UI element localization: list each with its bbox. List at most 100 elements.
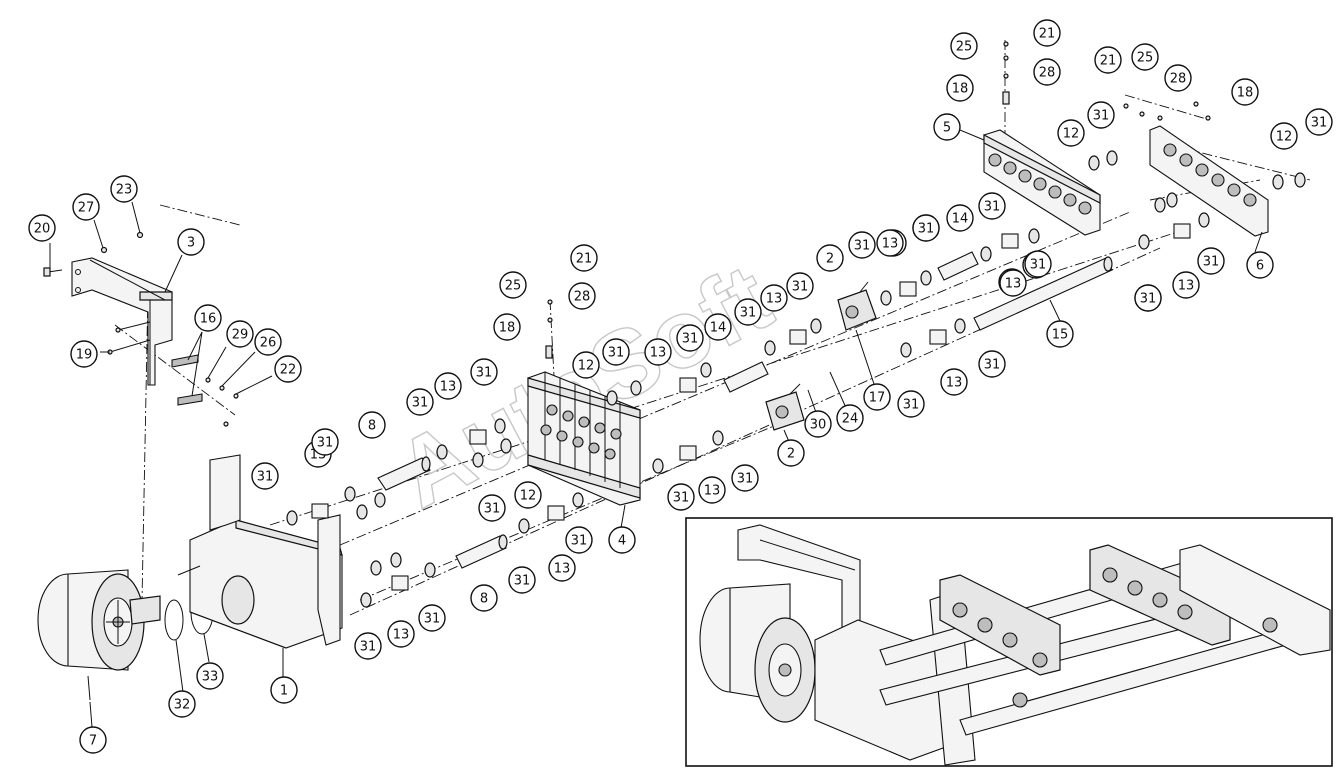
callout-circle xyxy=(704,313,732,341)
callout-label: 13 xyxy=(650,346,667,361)
callout-balloon-8: 8 xyxy=(358,411,386,439)
callout-label: 31 xyxy=(412,396,429,411)
part-20-bolt xyxy=(43,267,63,277)
callout-balloon-31: 31 xyxy=(478,494,506,522)
callout-label: 18 xyxy=(499,321,516,336)
callout-circle xyxy=(1134,284,1162,312)
callout-balloon-24: 24 xyxy=(836,404,864,432)
callout-balloon-31: 31 xyxy=(1197,247,1225,275)
callout-balloon-13: 13 xyxy=(387,620,415,648)
hardware-stack-center xyxy=(545,299,553,359)
callout-circle xyxy=(358,411,386,439)
callout-balloon-27: 27 xyxy=(72,193,100,221)
callout-circle xyxy=(168,690,196,718)
part-nut-small xyxy=(223,421,229,427)
callout-circle xyxy=(478,494,506,522)
callout-label: 13 xyxy=(766,292,783,307)
callout-circle xyxy=(698,476,726,504)
callout-balloon-31: 31 xyxy=(676,324,704,352)
callout-label: 31 xyxy=(1030,258,1047,273)
callout-circle xyxy=(946,74,974,102)
callout-label: 31 xyxy=(682,332,699,347)
part-27-washer xyxy=(100,246,108,254)
callout-circle xyxy=(1094,46,1122,74)
callout-circle xyxy=(79,726,107,754)
part-8-pipe-upper xyxy=(377,456,431,491)
callout-balloon-31: 31 xyxy=(602,338,630,366)
part-14-pipe-center xyxy=(723,361,769,393)
callout-balloon-5: 5 xyxy=(933,113,961,141)
callout-balloon-25: 25 xyxy=(1131,43,1159,71)
callout-circle xyxy=(28,214,56,242)
callout-label: 21 xyxy=(1039,27,1056,42)
callout-circle xyxy=(1197,247,1225,275)
part-7-blower xyxy=(37,569,161,701)
callout-balloon-7: 7 xyxy=(79,726,107,754)
callout-balloon-15: 15 xyxy=(1046,320,1074,348)
callout-label: 16 xyxy=(200,312,217,327)
callout-circle xyxy=(177,228,205,256)
callout-label: 6 xyxy=(1256,259,1264,274)
callout-label: 31 xyxy=(792,280,809,295)
callout-label: 25 xyxy=(1137,51,1154,66)
part-2-valve-upper xyxy=(837,281,877,331)
callout-circle xyxy=(499,271,527,299)
callout-label: 31 xyxy=(571,534,588,549)
callout-circle xyxy=(72,193,100,221)
callout-balloon-13: 13 xyxy=(698,476,726,504)
callout-circle xyxy=(493,313,521,341)
callout-balloon-14: 14 xyxy=(946,204,974,232)
part-32-gasket xyxy=(164,599,184,641)
callout-balloon-13: 13 xyxy=(548,554,576,582)
callout-circle xyxy=(933,113,961,141)
callout-label: 13 xyxy=(554,562,571,577)
callout-circle xyxy=(1305,108,1333,136)
callout-label: 8 xyxy=(368,419,376,434)
callout-label: 13 xyxy=(393,628,410,643)
callout-balloon-13: 13 xyxy=(999,269,1027,297)
callout-balloon-13: 13 xyxy=(760,284,788,312)
callout-label: 17 xyxy=(869,391,886,406)
part-1-housing xyxy=(177,454,343,649)
callout-balloon-31: 31 xyxy=(470,358,498,386)
callout-circle xyxy=(1246,251,1274,279)
callout-label: 18 xyxy=(952,82,969,97)
callout-label: 30 xyxy=(810,418,827,433)
callout-balloon-2: 2 xyxy=(777,439,805,467)
callout-circle xyxy=(848,231,876,259)
callout-circle xyxy=(777,439,805,467)
callout-label: 19 xyxy=(76,348,93,363)
callout-circle xyxy=(804,410,832,438)
callout-balloon-13: 13 xyxy=(876,229,904,257)
callout-circle xyxy=(667,483,695,511)
callout-circle xyxy=(548,554,576,582)
callout-balloon-29: 29 xyxy=(226,320,254,348)
callout-label: 12 xyxy=(520,489,537,504)
callout-circle xyxy=(254,328,282,356)
part-5-manifold xyxy=(983,129,1101,236)
callout-label: 31 xyxy=(737,472,754,487)
callout-label: 31 xyxy=(740,306,757,321)
part-2-valve-lower xyxy=(765,383,805,431)
part-19-bolts xyxy=(107,321,151,355)
callout-circle xyxy=(1131,43,1159,71)
callout-label: 24 xyxy=(842,412,859,427)
part-29-washer xyxy=(205,377,211,383)
callout-balloons: 2027233162926221931133183113313112252128… xyxy=(28,19,1333,754)
callout-label: 5 xyxy=(943,121,951,136)
callout-circle xyxy=(572,351,600,379)
callout-circle xyxy=(999,269,1027,297)
callout-balloon-28: 28 xyxy=(1164,64,1192,92)
callout-balloon-18: 18 xyxy=(1231,78,1259,106)
callout-balloon-13: 13 xyxy=(644,338,672,366)
callout-circle xyxy=(950,32,978,60)
callout-balloon-31: 31 xyxy=(978,192,1006,220)
callout-balloon-12: 12 xyxy=(1270,122,1298,150)
callout-balloon-12: 12 xyxy=(514,481,542,509)
callout-label: 31 xyxy=(317,436,334,451)
callout-label: 2 xyxy=(787,447,795,462)
callout-balloon-31: 31 xyxy=(848,231,876,259)
callout-circle xyxy=(311,428,339,456)
callout-label: 21 xyxy=(576,252,593,267)
